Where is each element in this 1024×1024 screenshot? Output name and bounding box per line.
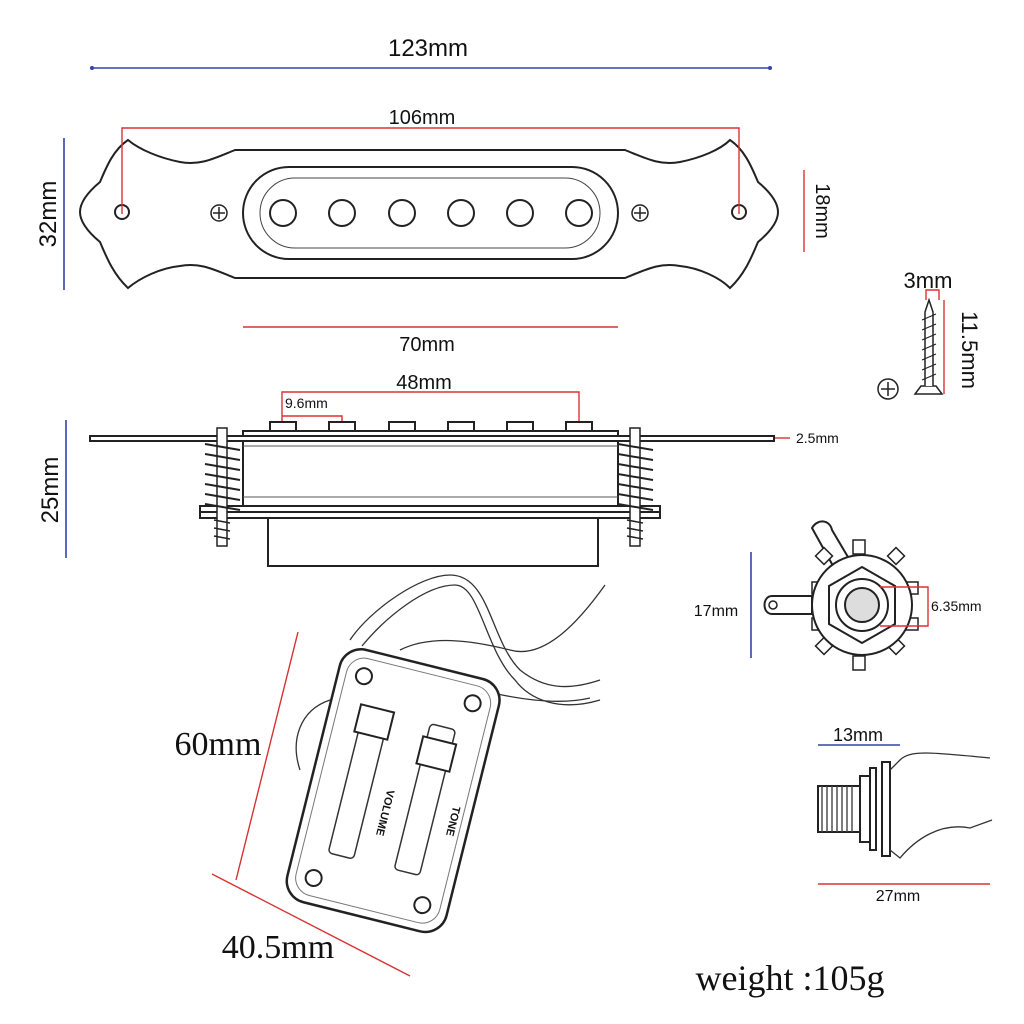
pole-top — [388, 421, 416, 432]
lug-hole — [768, 600, 778, 610]
jack-front-view: 17mm 6.35mm — [694, 520, 982, 671]
bobbin-outline — [242, 166, 619, 260]
dim-line-control-width — [211, 873, 411, 977]
dim-line-mount-spacing — [121, 127, 740, 214]
pole-top — [269, 421, 297, 432]
jack-thread — [817, 785, 861, 833]
spring-left — [204, 427, 241, 547]
jack-hole-label: 6.35mm — [931, 598, 982, 614]
phillips-screw-icon — [210, 204, 228, 222]
pole-spacing-label: 9.6mm — [285, 395, 328, 411]
pole-piece — [269, 199, 297, 227]
top-view: 123mm 106mm — [35, 35, 833, 356]
plate-screw-hole — [463, 694, 482, 713]
bobbin-length-label: 70mm — [399, 334, 455, 356]
dim-line-pole-span — [281, 391, 580, 424]
phillips-screw-icon — [877, 378, 899, 400]
pole-tops — [269, 421, 593, 432]
plate-screw-hole — [304, 868, 323, 887]
pole-piece — [447, 199, 475, 227]
control-wire — [399, 584, 606, 653]
pole-piece — [506, 199, 534, 227]
pickup-body-side — [242, 430, 619, 508]
pole-piece — [388, 199, 416, 227]
pole-top — [328, 421, 356, 432]
overall-length-label: 123mm — [388, 35, 468, 62]
pole-piece — [565, 199, 593, 227]
control-plate-view: VOLUME TONE 60mm 40.5mm — [175, 574, 606, 977]
dim-line-screw-diameter — [925, 289, 940, 300]
magnet-block-side — [267, 517, 599, 567]
dim-line-control-height — [235, 631, 299, 881]
control-plate: VOLUME TONE — [285, 648, 501, 934]
jack-lug-side — [889, 752, 991, 771]
volume-slider-knob — [353, 703, 396, 741]
control-height-label: 60mm — [175, 726, 262, 763]
jack-thread-label: 13mm — [833, 725, 883, 745]
pickup-height-label: 25mm — [37, 457, 64, 524]
jack-lug-left — [763, 595, 813, 615]
jack-height-label: 17mm — [694, 603, 738, 620]
control-width-label: 40.5mm — [222, 929, 334, 966]
jack-washer-side — [869, 767, 877, 851]
screw-length-label: 11.5mm — [957, 311, 982, 389]
pole-top — [447, 421, 475, 432]
pole-top — [506, 421, 534, 432]
dim-line-jack-hole — [880, 586, 929, 627]
jack-nut-side — [859, 775, 871, 843]
jack-length-label: 27mm — [876, 888, 920, 905]
tone-slider-knob — [415, 735, 458, 773]
screw-detail: 3mm 11.5mm — [877, 268, 982, 400]
plate-height-label: 32mm — [35, 181, 62, 248]
side-view: 48mm 9.6mm — [37, 372, 839, 567]
plate-screw-hole — [354, 667, 373, 686]
jack-side-view: 13mm 27mm — [817, 725, 993, 905]
jack-lug-side — [889, 819, 993, 859]
mount-spacing-label: 106mm — [389, 107, 456, 129]
top-plate-side — [89, 435, 775, 442]
pole-piece — [328, 199, 356, 227]
spring-right — [617, 427, 654, 547]
control-wire — [349, 574, 601, 688]
bobbin-inner-outline — [259, 177, 601, 249]
plate-thickness-label: 2.5mm — [796, 430, 839, 446]
phillips-screw-icon — [631, 204, 649, 222]
pole-pieces — [269, 199, 593, 227]
control-wire — [295, 699, 331, 771]
plate-screw-hole — [413, 896, 432, 915]
pole-span-label: 48mm — [396, 372, 452, 394]
screw-diameter-label: 3mm — [904, 268, 953, 293]
weight-label: weight :105g — [696, 958, 885, 998]
pole-top — [565, 421, 593, 432]
jack-frame-side — [881, 761, 891, 857]
thread-lines — [821, 786, 853, 832]
dim-endpoint — [768, 66, 772, 70]
center-height-label: 18mm — [811, 183, 833, 239]
jack-socket-hole — [844, 587, 880, 623]
dim-endpoint — [90, 66, 94, 70]
wood-screw-icon — [913, 297, 944, 395]
